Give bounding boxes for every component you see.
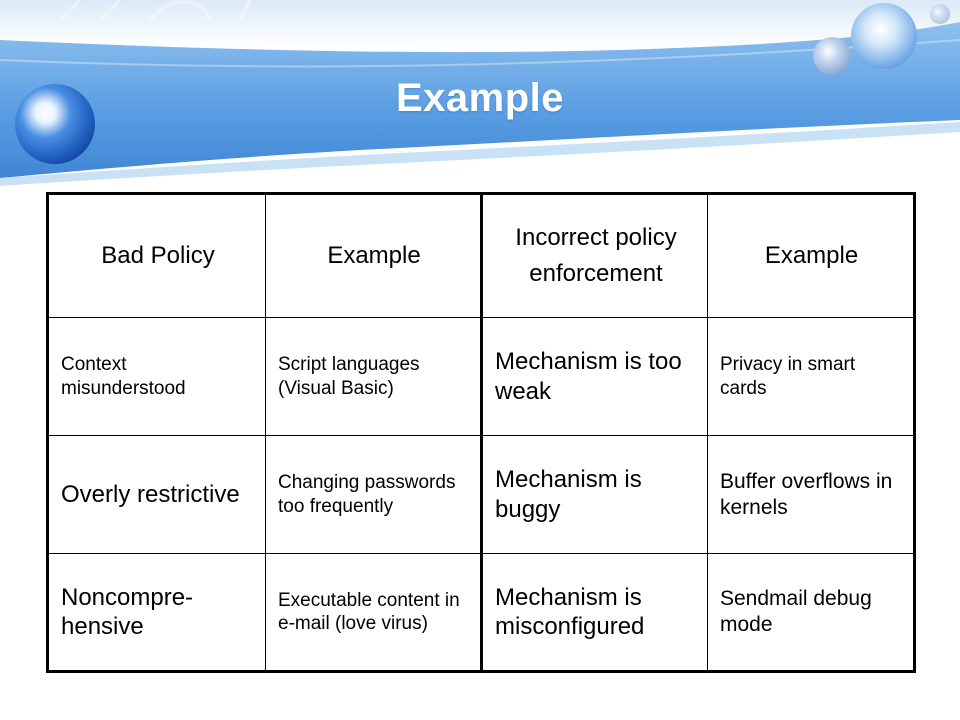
- table-cell: Changing passwords too frequently: [265, 435, 482, 554]
- table-cell: Noncompre-hensive: [47, 553, 266, 672]
- header-bad-policy: Bad Policy: [47, 193, 266, 318]
- header-example: Example: [265, 193, 482, 318]
- table-row: Noncompre-hensive Executable content in …: [47, 553, 915, 672]
- table-cell: Mechanism is buggy: [480, 435, 708, 554]
- table-cell: Sendmail debug mode: [707, 553, 915, 672]
- table-cell: Buffer overflows in kernels: [707, 435, 915, 554]
- slide-title: Example: [395, 76, 565, 120]
- table-row: Overly restrictive Changing passwords to…: [47, 435, 915, 554]
- table-cell: Executable content in e-mail (love virus…: [265, 553, 482, 672]
- table-row: Context misunderstood Script languages (…: [47, 317, 915, 436]
- table-cell: Mechanism is too weak: [480, 317, 708, 436]
- header-incorrect-policy-enforcement: Incorrect policy enforcement: [480, 193, 708, 318]
- table-cell: Mechanism is misconfigured: [480, 553, 708, 672]
- header-example-2: Example: [707, 193, 915, 318]
- table-cell: Privacy in smart cards: [707, 317, 915, 436]
- header-banner: [0, 0, 960, 190]
- table-cell: Script languages (Visual Basic): [265, 317, 482, 436]
- policy-table: Bad Policy Example Incorrect policy enfo…: [46, 192, 916, 673]
- table-header-row: Bad Policy Example Incorrect policy enfo…: [47, 193, 915, 318]
- table-cell: Context misunderstood: [47, 317, 266, 436]
- table-cell: Overly restrictive: [47, 435, 266, 554]
